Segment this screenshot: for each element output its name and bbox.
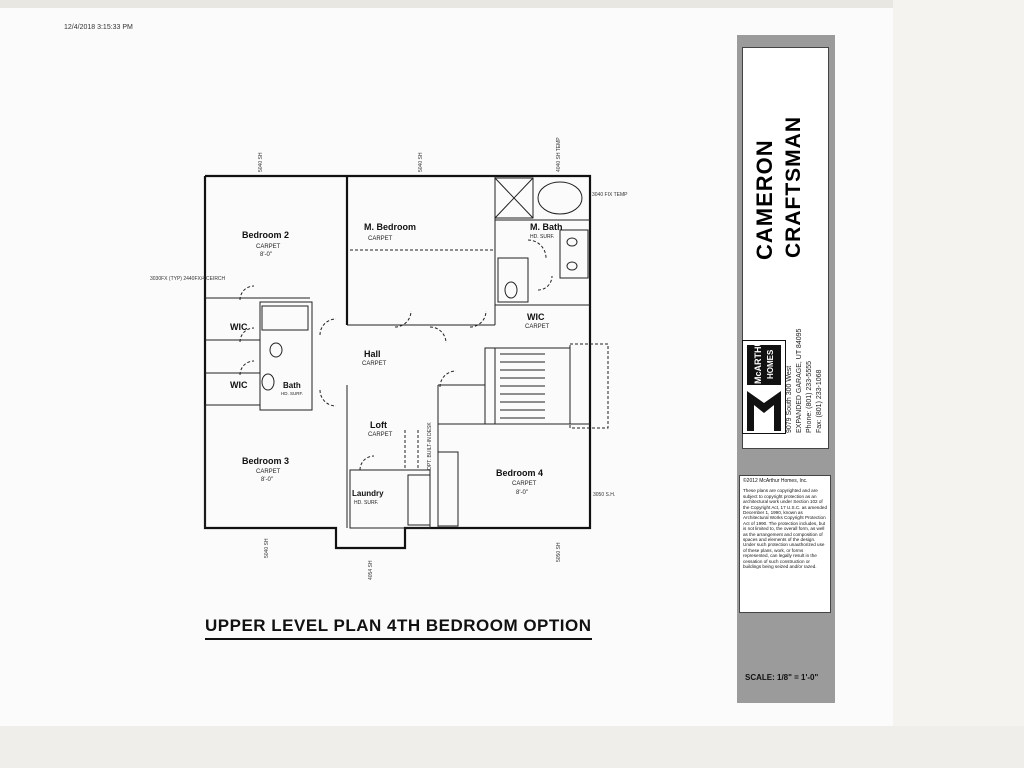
room-floor: CARPET xyxy=(525,324,550,330)
room-name: Loft xyxy=(370,420,387,430)
room-floor: HD. SURF. xyxy=(354,500,378,506)
room-bedroom-4: Bedroom 4 CARPET 8'-0" xyxy=(496,468,543,496)
room-master-bedroom: M. Bedroom CARPET xyxy=(364,222,416,242)
copyright-line: ©2012 McArthur Homes, Inc. xyxy=(743,478,808,484)
note-window-bottom-right: 5050 SH xyxy=(556,542,562,562)
room-floor: CARPET xyxy=(256,244,281,250)
plan-title: UPPER LEVEL PLAN 4TH BEDROOM OPTION xyxy=(205,616,592,640)
company-address-1: 9079 South 300 West xyxy=(786,365,793,433)
room-floor: HD. SURF. xyxy=(530,234,554,240)
upper-level-floor-plan: Bedroom 2 CARPET 8'-0" M. Bedroom CARPET… xyxy=(150,137,628,580)
room-wic-2: WIC xyxy=(230,380,248,390)
room-name: WIC xyxy=(230,380,248,390)
logo-text-2: HOMES xyxy=(766,349,775,379)
note-window-bath-right: 3040 FIX TEMP xyxy=(592,192,628,198)
room-wic-master: WIC CARPET xyxy=(525,312,550,330)
background-edge-right xyxy=(893,0,1024,768)
window-notes: 5040 SH 5040 SH 4040 SH TEMP 3040 FIX TE… xyxy=(150,137,628,580)
company-logo: McARTHUR HOMES xyxy=(742,333,786,434)
note-window-right: 3050 S.H. xyxy=(593,492,615,498)
note-window-left: 3030FX (TYP) 2440FX/4'CEIRCH xyxy=(150,276,226,282)
copyright-text: These plans are copyrighted and are subj… xyxy=(743,488,828,570)
room-ceiling: 8'-0" xyxy=(260,252,272,258)
room-floor: CARPET xyxy=(256,469,281,475)
room-name: Hall xyxy=(364,349,381,359)
room-bath: Bath HD. SURF. xyxy=(281,381,303,396)
interior-walls xyxy=(204,176,609,529)
room-loft: Loft CARPET xyxy=(368,420,393,438)
room-bedroom-2: Bedroom 2 CARPET 8'-0" xyxy=(242,230,289,258)
room-floor: HD. SURF. xyxy=(281,391,303,396)
stair-treads xyxy=(494,348,545,424)
room-name: M. Bedroom xyxy=(364,222,416,232)
project-name-line1: CAMERON xyxy=(752,139,777,260)
company-fax: Fax: (801) 233-1068 xyxy=(816,369,823,433)
room-name: Bedroom 4 xyxy=(496,468,543,478)
room-ceiling: 8'-0" xyxy=(516,490,528,496)
note-window-top-left: 5040 SH xyxy=(258,152,264,172)
note-window-bottom-mid: 4054 SH xyxy=(368,560,374,580)
room-name: WIC xyxy=(230,322,248,332)
logo-icon: McARTHUR HOMES xyxy=(747,333,781,431)
room-name: Bath xyxy=(283,381,301,390)
room-master-bath: M. Bath HD. SURF. xyxy=(530,222,563,240)
exterior-walls xyxy=(203,174,592,550)
room-ceiling: 8'-0" xyxy=(261,477,273,483)
note-window-top-mid: 5040 SH xyxy=(418,152,424,172)
note-desk: OPT. BUILT-IN DESK xyxy=(427,422,433,470)
drawing-scale: SCALE: 1/8" = 1'-0" xyxy=(745,673,819,682)
print-timestamp: 12/4/2018 3:15:33 PM xyxy=(64,24,133,31)
room-name: WIC xyxy=(527,312,545,322)
room-name: Laundry xyxy=(352,489,384,498)
room-floor: CARPET xyxy=(368,432,393,438)
room-floor: CARPET xyxy=(362,361,387,367)
background-edge-bottom xyxy=(0,726,1024,768)
company-phone: Phone: (801) 233-5555 xyxy=(806,361,813,433)
room-floor: CARPET xyxy=(368,236,393,242)
note-window-bottom-left: 5040 SH xyxy=(264,538,270,558)
room-wic-1: WIC xyxy=(230,322,248,332)
note-window-top-right: 4040 SH TEMP xyxy=(556,137,562,172)
room-floor: CARPET xyxy=(512,481,537,487)
copyright-notice: ©2012 McArthur Homes, Inc. These plans a… xyxy=(739,475,831,613)
room-hall: Hall CARPET xyxy=(362,349,387,367)
door-swings xyxy=(239,239,553,471)
logo-text-1: McARTHUR xyxy=(753,341,763,384)
room-name: M. Bath xyxy=(530,222,563,232)
company-address-2: EXPANDED GARAGE, UT 84095 xyxy=(796,328,803,433)
room-name: Bedroom 2 xyxy=(242,230,289,240)
room-name: Bedroom 3 xyxy=(242,456,289,466)
room-laundry: Laundry HD. SURF. xyxy=(352,489,384,506)
project-name-line2: CRAFTSMAN xyxy=(782,116,805,258)
room-bedroom-3: Bedroom 3 CARPET 8'-0" xyxy=(242,456,289,483)
